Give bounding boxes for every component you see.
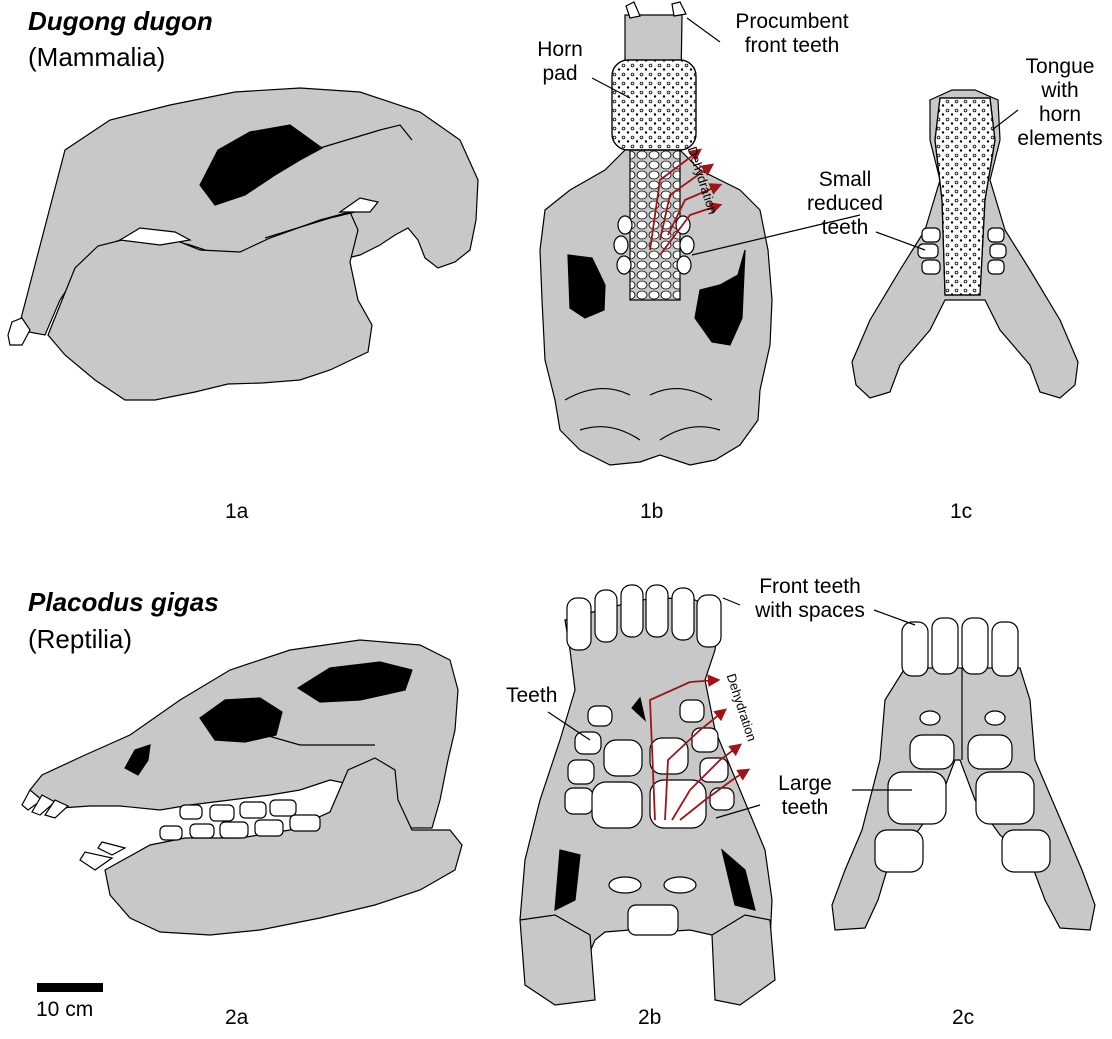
panel-label-1c: 1c <box>950 500 973 523</box>
procumbent-teeth-label: Procumbent front teeth <box>735 10 849 57</box>
placodus-jaw-teeth <box>874 617 1051 873</box>
scale-bar-label: 10 cm <box>36 998 94 1021</box>
panel-label-1a: 1a <box>225 500 249 523</box>
dugong-mandible-dorsal <box>851 89 1079 399</box>
species-1-class: (Mammalia) <box>28 42 166 72</box>
species-1-name: Dugong dugon <box>28 6 213 36</box>
leader-lines <box>547 17 1019 819</box>
tongue-label: Tongue with horn elements <box>1017 55 1103 150</box>
placodus-skull-lateral <box>21 639 463 936</box>
species-2-name: Placodus gigas <box>28 587 219 617</box>
dugong-skull-lateral <box>7 87 479 401</box>
placodus-nostril <box>124 744 151 776</box>
dugong-dehydration-arrows <box>649 148 723 256</box>
dugong-palate-ventral <box>539 1 773 466</box>
placodus-mandible-dorsal <box>831 617 1096 931</box>
placodus-temporal-opening <box>296 661 413 703</box>
large-teeth-label: Large teeth <box>778 772 832 819</box>
panel-label-2c: 2c <box>952 1006 975 1029</box>
front-teeth-spaces-label: Front teeth with spaces <box>755 575 865 622</box>
placodus-lower-teeth <box>79 814 321 871</box>
horn-pad-label: Horn pad <box>537 38 583 85</box>
dugong-orbit <box>199 124 324 206</box>
panel-label-2a: 2a <box>225 1006 249 1029</box>
placodus-upper-teeth <box>21 789 297 822</box>
placodus-palate-ventral <box>519 584 776 1006</box>
placodus-orbit <box>199 697 283 743</box>
species-2-class: (Reptilia) <box>28 624 133 654</box>
scale-bar <box>37 983 103 992</box>
panel-label-1b: 1b <box>640 500 664 523</box>
placodus-jaw-outline <box>831 667 1096 931</box>
placodus-dehydration-arrows <box>649 674 751 821</box>
placodus-front-teeth <box>566 584 722 651</box>
placodus-palatal-teeth <box>564 699 735 936</box>
panel-label-2b: 2b <box>638 1006 662 1029</box>
teeth-label: Teeth <box>506 684 558 707</box>
dugong-jaw-teeth <box>917 227 1007 275</box>
small-teeth-label: Small reduced teeth <box>807 168 883 239</box>
